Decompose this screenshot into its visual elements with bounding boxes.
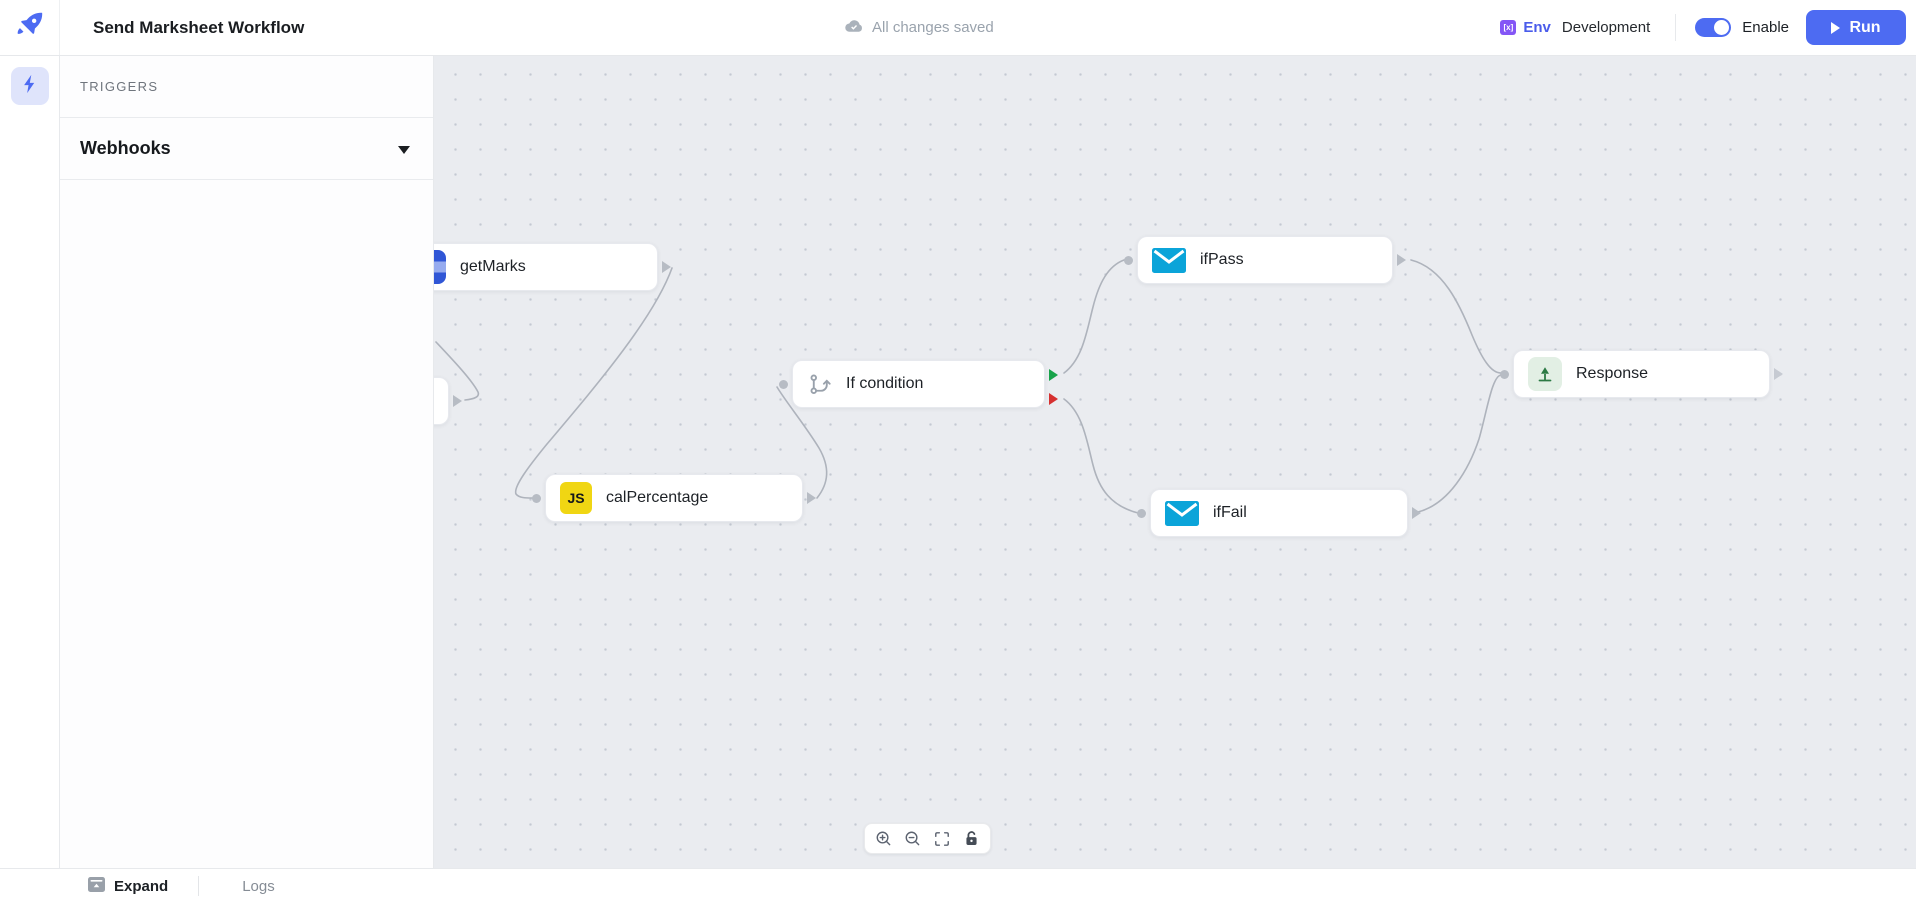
toggle-knob [1714,20,1730,35]
input-handle[interactable] [1124,255,1133,265]
edge-webhook-out[interactable] [435,341,480,401]
play-icon [1831,21,1841,34]
bottom-bar: Expand Logs [0,868,1916,903]
enable-label: Enable [1742,19,1789,36]
node-calpercentage[interactable]: JS calPercentage [532,474,816,522]
node-getmarks[interactable]: getMarks [434,243,671,291]
response-icon [1528,357,1562,391]
edge-getmarks-calpercentage[interactable] [514,267,673,499]
output-handle[interactable] [1774,368,1783,380]
node-label: Response [1576,365,1649,382]
email-icon [1165,500,1199,526]
sidebar-item-webhooks[interactable]: Webhooks [60,118,433,180]
node-label: calPercentage [606,489,709,506]
edge-ifcondition-ifpass[interactable] [1063,259,1125,374]
output-handle[interactable] [807,492,816,504]
topbar-divider [1675,14,1677,41]
zoom-in-icon[interactable] [872,828,894,850]
email-icon [1152,247,1186,273]
triggers-sidebar: TRIGGERS Webhooks [60,56,434,868]
expand-button[interactable]: Expand [88,876,169,896]
edge-iffail-response[interactable] [1417,374,1502,513]
input-handle[interactable] [1137,508,1146,518]
fit-view-icon[interactable] [931,828,953,850]
output-handle[interactable] [1397,254,1406,266]
output-handle[interactable] [662,261,671,273]
run-button[interactable]: Run [1806,10,1906,45]
node-response[interactable]: Response [1500,350,1783,398]
node-label: ifFail [1213,504,1247,521]
rocket-icon [14,10,45,46]
environment-icon: [x] [1500,20,1517,35]
expand-label: Expand [114,877,169,895]
app-logo[interactable] [0,0,60,55]
save-status-text: All changes saved [872,19,994,36]
canvas-toolbar [864,823,991,854]
edge-calpercentage-ifcondition[interactable] [776,386,828,499]
left-rail [0,56,60,868]
chevron-down-icon [398,145,410,154]
env-selector[interactable]: Development [1561,19,1651,36]
edge-ifcondition-iffail[interactable] [1063,398,1139,514]
expand-panel-icon [88,876,105,896]
false-output-handle[interactable] [1049,393,1058,405]
node-if-condition[interactable]: If condition [779,360,1058,408]
edge-ifpass-response[interactable] [1410,259,1502,374]
edges-layer [435,259,1502,514]
footer-divider [198,876,200,896]
javascript-icon: JS [560,482,592,514]
top-bar: Send Marksheet Workflow All changes save… [0,0,1916,56]
cloud-check-icon [845,19,863,37]
triggers-rail-button[interactable] [11,67,49,105]
webhooks-label: Webhooks [80,138,171,158]
node-label: If condition [846,375,924,392]
node-webhook-trigger[interactable] [434,377,462,425]
logs-button[interactable]: Logs [242,877,275,895]
lightning-bolt-icon [19,73,41,100]
flow-canvas[interactable]: getMarks JS calPercentage If condition [434,56,1916,868]
node-ifpass[interactable]: ifPass [1124,236,1406,284]
triggers-section-header: TRIGGERS [60,56,433,118]
run-button-label: Run [1849,18,1881,36]
env-label: Env [1523,19,1551,36]
enable-toggle[interactable] [1695,18,1732,37]
output-handle[interactable] [1412,507,1421,519]
input-handle[interactable] [1500,369,1509,379]
lock-icon[interactable] [961,828,983,850]
input-handle[interactable] [532,493,541,503]
rest-api-icon [434,250,446,284]
workflow-title: Send Marksheet Workflow [93,17,305,37]
top-bar-right: [x] Env Development Enable Run [1500,0,1906,55]
zoom-out-icon[interactable] [902,828,924,850]
node-iffail[interactable]: ifFail [1137,489,1421,537]
node-label: getMarks [460,258,526,275]
node-label: ifPass [1200,251,1244,268]
input-handle[interactable] [779,379,788,389]
save-status: All changes saved [845,0,994,55]
output-handle[interactable] [453,395,462,407]
true-output-handle[interactable] [1049,369,1058,381]
branch-icon [807,372,832,397]
